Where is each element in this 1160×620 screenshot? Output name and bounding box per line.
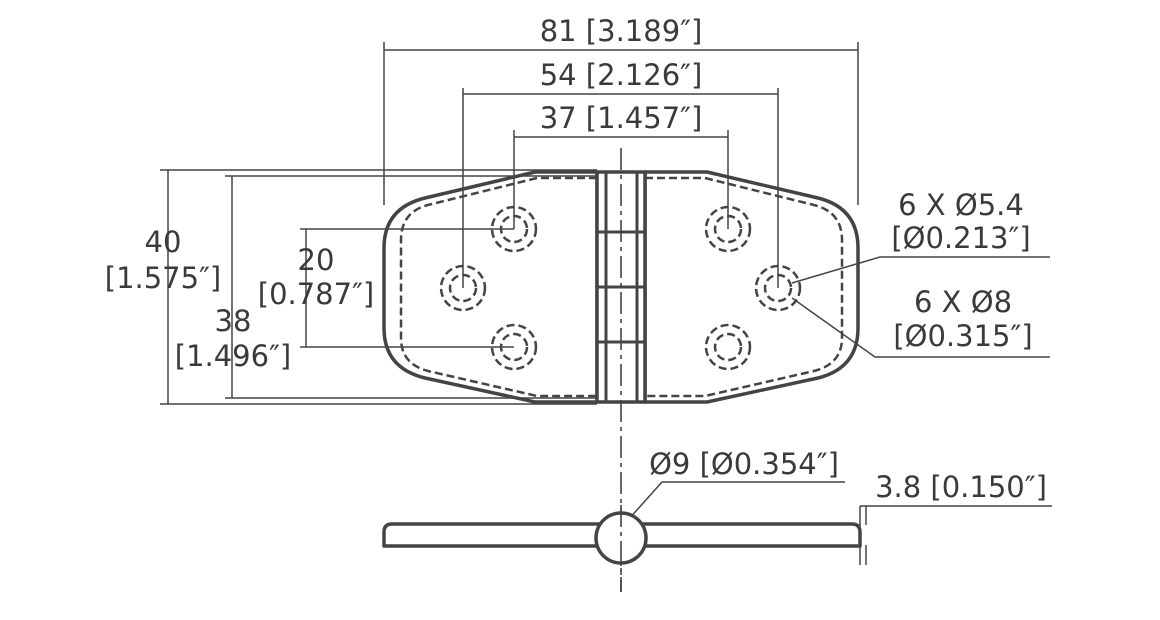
inner-hole-spacing-label: 37 [1.457″]: [540, 101, 703, 135]
hole-spacing-in-label: [0.787″]: [258, 277, 374, 311]
hidden-leaf-outline-right: [645, 176, 844, 398]
thickness-label: 3.8 [0.150″]: [875, 470, 1047, 504]
hole-spacing-mm-label: 20: [298, 243, 335, 277]
overall-width-label: 81 [3.189″]: [540, 14, 703, 48]
leaf-height-mm-label: 38: [215, 304, 252, 338]
hidden-leaf-outline-left: [399, 176, 597, 398]
overall-height-in-label: [1.575″]: [105, 261, 221, 295]
right-leaf-outline: [643, 170, 860, 404]
side-right-leaf: [638, 522, 862, 548]
hinge-side-view: [382, 505, 862, 592]
overall-height-mm-label: 40: [145, 225, 182, 259]
mounting-hole: [704, 323, 752, 371]
countersink-label: 6 X Ø8: [914, 285, 1012, 319]
outer-hole-spacing-label: 54 [2.126″]: [540, 58, 703, 92]
dimension-labels: 81 [3.189″] 54 [2.126″] 37 [1.457″] 40 […: [105, 14, 1047, 504]
pin-diameter-label: Ø9 [Ø0.354″]: [649, 447, 839, 481]
hole-diameter-in-label: [Ø0.213″]: [891, 221, 1030, 255]
leaf-height-in-label: [1.496″]: [175, 339, 291, 373]
hole-diameter-label: 6 X Ø5.4: [898, 188, 1024, 222]
countersink-in-label: [Ø0.315″]: [893, 319, 1032, 353]
side-left-leaf: [382, 522, 604, 548]
dimension-lines: [160, 42, 1052, 565]
